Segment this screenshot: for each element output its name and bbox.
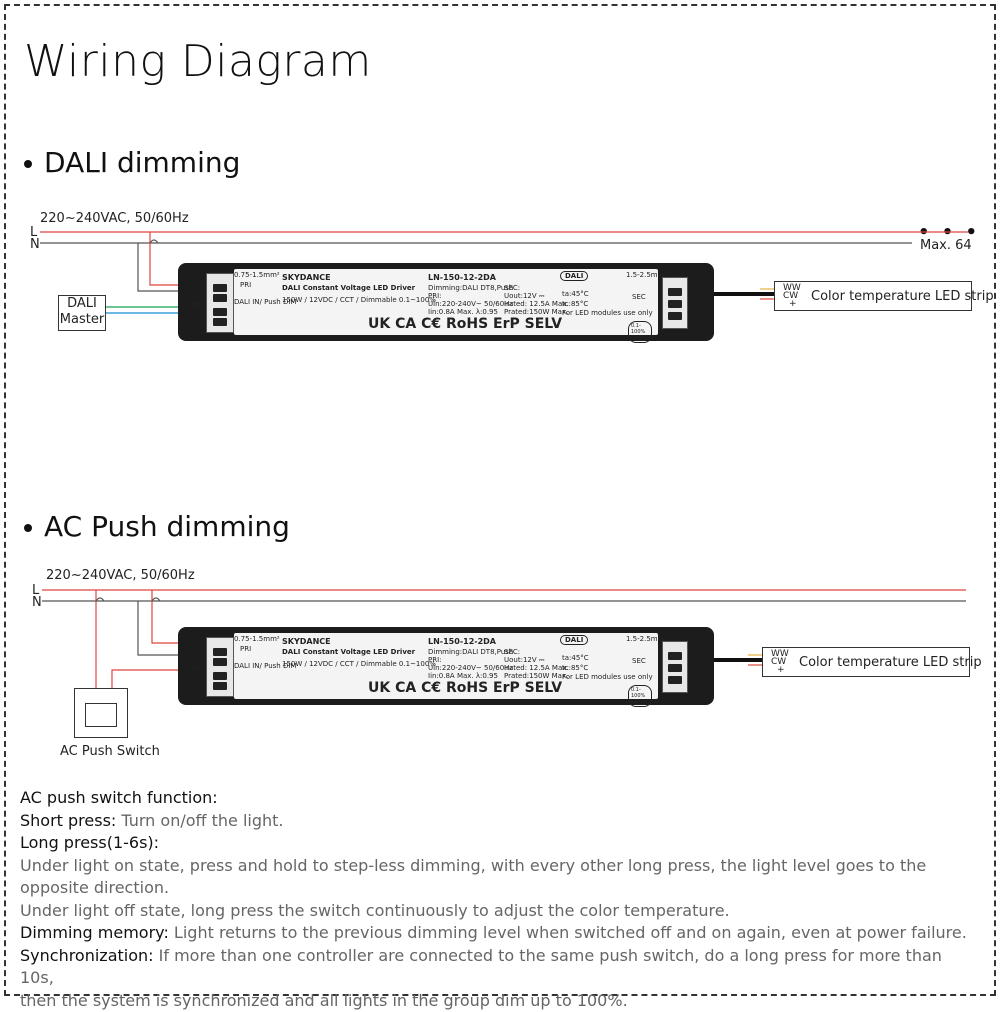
driver-sec: SEC: xyxy=(504,648,520,656)
driver-brand: SKYDANCE xyxy=(282,637,331,646)
driver-model: LN-150-12-2DA xyxy=(428,637,496,646)
driver-irated: Irated: 12.5A Max. xyxy=(504,664,569,672)
driver-uin: Uin:220-240V~ 50/60Hz xyxy=(428,664,513,672)
short-press-line: Short press: Turn on/off the light. xyxy=(20,810,980,833)
terminal-pin xyxy=(213,672,227,680)
long-press-key: Long press(1-6s): xyxy=(20,832,980,855)
long-press-text-2: Under light off state, long press the sw… xyxy=(20,900,980,923)
memory-line: Dimming memory: Light returns to the pre… xyxy=(20,922,980,945)
driver-pri: PRI: xyxy=(428,656,442,664)
input-terminal-block xyxy=(206,637,234,697)
switch-rocker xyxy=(85,703,117,727)
driver-wire-size-left: 0.75-1.5mm² xyxy=(234,635,280,643)
driver-dimming: Dimming:DALI DT8,Push xyxy=(428,648,513,656)
sync-key: Synchronization: xyxy=(20,946,154,965)
function-title: AC push switch function: xyxy=(20,787,980,810)
driver-pri-tag: PRI xyxy=(240,645,251,653)
push-led-strip-box: WW CW + Color temperature LED strip xyxy=(762,647,970,677)
driver-prated: Prated:150W Max. xyxy=(504,672,568,680)
short-press-text: Turn on/off the light. xyxy=(116,811,283,830)
driver-ta: ta:45°C xyxy=(562,654,589,662)
ac-push-switch xyxy=(74,688,128,738)
push-switch-label: AC Push Switch xyxy=(60,744,160,759)
memory-text: Light returns to the previous dimming le… xyxy=(169,923,967,942)
dali-logo: DALI xyxy=(560,635,588,645)
terminal-pin xyxy=(668,664,682,672)
driver-name: DALI Constant Voltage LED Driver xyxy=(282,648,415,656)
sync-line: Synchronization: If more than one contro… xyxy=(20,945,980,990)
driver-label-face: 0.75-1.5mm² PRI DALI IN/ Push DIM SKYDAN… xyxy=(234,633,658,699)
sync-text-2: then the system is synchronized and all … xyxy=(20,990,980,1012)
push-led-driver: ⇦ 0.75-1.5mm² PRI DALI IN/ Push DIM SKYD… xyxy=(178,627,714,705)
dimmable-badge: 0.1-100% Dimmable xyxy=(628,685,652,707)
driver-tc: tc:85°C xyxy=(562,664,588,672)
driver-led-only: For LED modules use only xyxy=(562,673,653,681)
terminal-pin xyxy=(213,658,227,666)
arrow-left-icon: ⇦ xyxy=(190,661,200,675)
terminal-pin xyxy=(213,682,227,690)
driver-spec: 150W / 12VDC / CCT / Dimmable 0.1~100% xyxy=(282,660,436,668)
terminal-pin xyxy=(668,676,682,684)
driver-sec-tag: SEC xyxy=(632,657,646,665)
terminal-pin xyxy=(668,652,682,660)
driver-cert-marks: UK CA C€ RoHS ErP SELV xyxy=(368,680,562,696)
push-strip-label: Color temperature LED strip xyxy=(799,655,982,670)
output-terminal-block xyxy=(662,641,688,693)
short-press-key: Short press: xyxy=(20,811,116,830)
driver-wire-size-right: 1.5-2.5mm² xyxy=(626,635,667,643)
strip-plus-label: + xyxy=(777,666,785,674)
sync-text-1: If more than one controller are connecte… xyxy=(20,946,942,988)
driver-iin: Iin:0.8A Max. λ:0.95 xyxy=(428,672,498,680)
terminal-pin xyxy=(213,648,227,656)
memory-key: Dimming memory: xyxy=(20,923,169,942)
push-function-description: AC push switch function: Short press: Tu… xyxy=(20,787,980,1012)
long-press-text-1: Under light on state, press and hold to … xyxy=(20,855,980,900)
